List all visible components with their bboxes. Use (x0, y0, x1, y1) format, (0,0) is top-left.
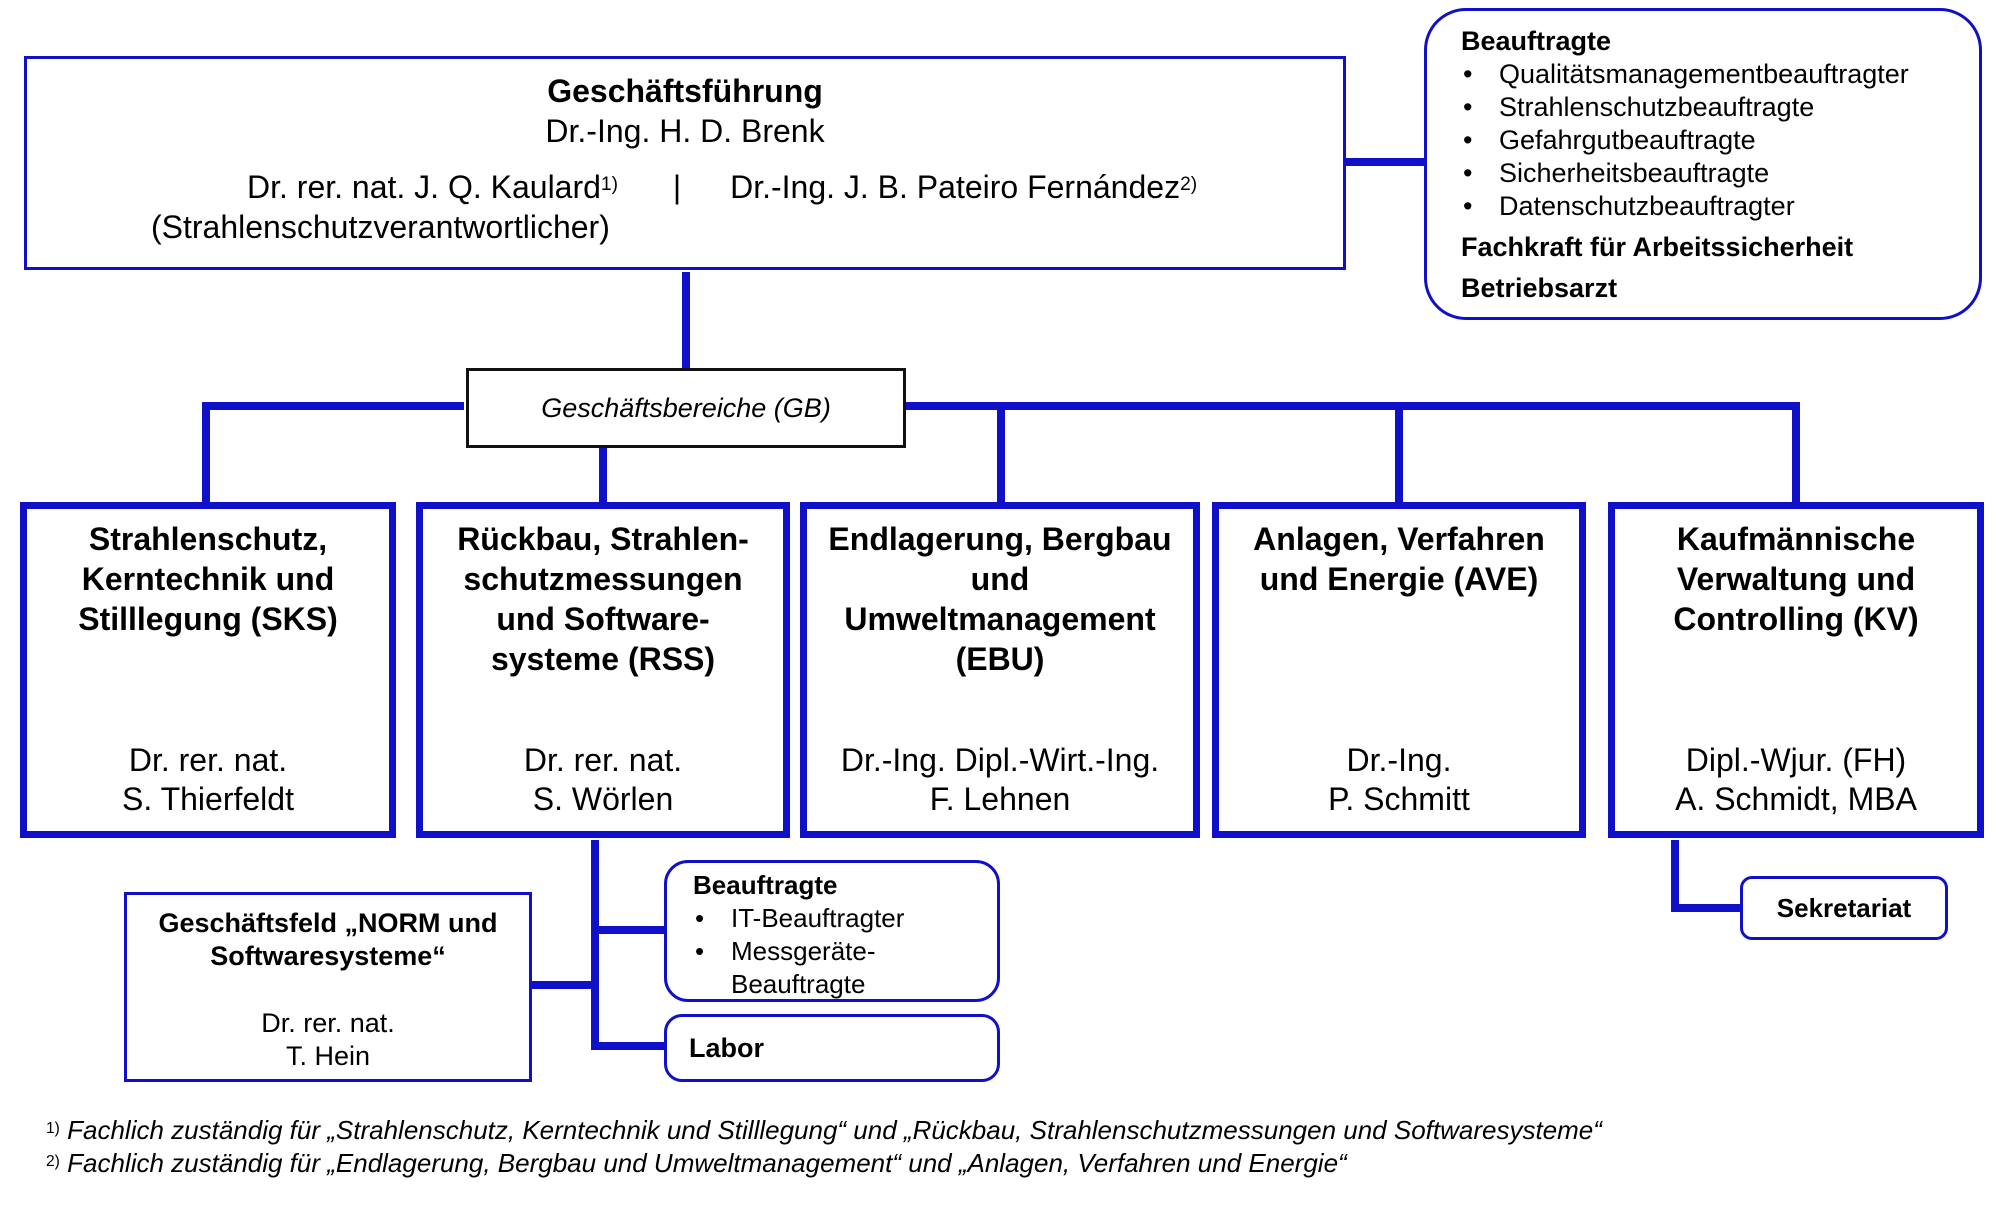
norm-field-head-line2: T. Hein (285, 1041, 371, 1071)
division-head: Dr.-Ing. Dipl.-Wirt.-Ing. F. Lehnen (807, 741, 1193, 819)
deputy1-footnote-mark: 1) (600, 174, 618, 195)
officer-item: Strahlenschutzbeauftragte (1461, 91, 1979, 124)
division-title: Rückbau, Strahlen-schutzmessungen und So… (457, 521, 749, 677)
division-head-line2: P. Schmitt (1328, 781, 1470, 817)
division-title: Strahlenschutz, Kerntechnik und Stillleg… (78, 521, 338, 637)
deputy1-name: Dr. rer. nat. J. Q. Kaulard (247, 169, 601, 205)
management-box: Geschäftsführung Dr.-Ing. H. D. Brenk Dr… (24, 56, 1346, 270)
officers-list: Qualitätsmanagementbeauftragter Strahlen… (1461, 58, 1979, 223)
division-kv: Kaufmännische Verwaltung und Controlling… (1608, 502, 1984, 838)
division-title: Endlagerung, Bergbau und Umweltmanagemen… (828, 521, 1172, 677)
rss-officers-box: Beauftragte IT-Beauftragter Messgeräte-B… (664, 860, 1000, 1002)
lab-label: Labor (689, 1032, 765, 1063)
division-ave: Anlagen, Verfahren und Energie (AVE) Dr.… (1212, 502, 1586, 838)
division-title: Kaufmännische Verwaltung und Controlling… (1673, 521, 1919, 637)
division-head-line2: S. Wörlen (532, 781, 674, 817)
management-deputies: Dr. rer. nat. J. Q. Kaulard1) | Dr.-Ing.… (247, 167, 1197, 207)
division-head-line1: Dr. rer. nat. (523, 742, 683, 778)
rss-officers-list: IT-Beauftragter Messgeräte-Beauftragte (693, 902, 997, 1001)
deputy1-role: (Strahlenschutzverantwortlicher) (151, 209, 610, 245)
division-head-line1: Dr.-Ing. (1346, 742, 1452, 778)
division-head-line2: F. Lehnen (929, 781, 1071, 817)
management-head: Dr.-Ing. H. D. Brenk (545, 113, 825, 149)
division-head: Dipl.-Wjur. (FH) A. Schmidt, MBA (1615, 741, 1977, 819)
deputy-separator: | (672, 169, 682, 205)
officer-item: Qualitätsmanagementbeauftragter (1461, 58, 1979, 91)
norm-field-head: Dr. rer. nat. T. Hein (127, 1007, 529, 1073)
division-head: Dr.-Ing. P. Schmitt (1219, 741, 1579, 819)
connector-sks (202, 402, 464, 502)
division-head-line1: Dipl.-Wjur. (FH) (1685, 742, 1907, 778)
connector-rss-vertical (591, 840, 668, 1050)
norm-field-title: Geschäftsfeld „NORM und Softwaresysteme“ (158, 908, 498, 971)
footnote-2-mark: 2) (46, 1153, 60, 1170)
footnotes: 1) Fachlich zuständig für „Strahlenschut… (46, 1114, 1602, 1180)
rss-officers-title: Beauftragte (693, 870, 838, 900)
lab-box: Labor (664, 1014, 1000, 1082)
rss-officer-item: IT-Beauftragter (693, 902, 997, 935)
norm-field-box: Geschäftsfeld „NORM und Softwaresysteme“… (124, 892, 532, 1082)
deputy2-footnote-mark: 2) (1180, 174, 1198, 195)
secretariat-box: Sekretariat (1740, 876, 1948, 940)
secretariat-label: Sekretariat (1776, 892, 1912, 923)
footnote-1-text: Fachlich zuständig für „Strahlenschutz, … (67, 1115, 1602, 1145)
division-title: Anlagen, Verfahren und Energie (AVE) (1253, 521, 1545, 597)
safety-specialist: Fachkraft für Arbeitssicherheit (1461, 232, 1854, 262)
connector-right-bus (904, 402, 1800, 502)
division-head-line1: Dr. rer. nat. (128, 742, 288, 778)
deputy2-name: Dr.-Ing. J. B. Pateiro Fernández (730, 169, 1181, 205)
footnote-1: 1) Fachlich zuständig für „Strahlenschut… (46, 1114, 1602, 1147)
division-sks: Strahlenschutz, Kerntechnik und Stillleg… (20, 502, 396, 838)
rss-officer-item: Messgeräte-Beauftragte (693, 935, 901, 1001)
footnote-1-mark: 1) (46, 1120, 60, 1137)
division-head: Dr. rer. nat. S. Wörlen (423, 741, 783, 819)
business-areas-text: Geschäftsbereiche (GB) (541, 392, 831, 423)
division-head: Dr. rer. nat. S. Thierfeldt (27, 741, 389, 819)
division-rss: Rückbau, Strahlen-schutzmessungen und So… (416, 502, 790, 838)
footnote-2: 2) Fachlich zuständig für „Endlagerung, … (46, 1147, 1602, 1180)
norm-field-head-line1: Dr. rer. nat. (261, 1008, 395, 1038)
officer-item: Sicherheitsbeauftragte (1461, 157, 1979, 190)
division-head-line1: Dr.-Ing. Dipl.-Wirt.-Ing. (840, 742, 1160, 778)
officers-box: Beauftragte Qualitätsmanagementbeauftrag… (1424, 8, 1982, 320)
company-doctor: Betriebsarzt (1461, 273, 1618, 303)
management-title: Geschäftsführung (547, 73, 823, 109)
footnote-2-text: Fachlich zuständig für „Endlagerung, Ber… (67, 1148, 1347, 1178)
division-head-line2: A. Schmidt, MBA (1675, 781, 1917, 817)
division-ebu: Endlagerung, Bergbau und Umweltmanagemen… (800, 502, 1200, 838)
officer-item: Datenschutzbeauftragter (1461, 190, 1979, 223)
connector-secretariat (1671, 840, 1740, 912)
officer-item: Gefahrgutbeauftragte (1461, 124, 1979, 157)
division-head-line2: S. Thierfeldt (122, 781, 294, 817)
officers-title: Beauftragte (1461, 26, 1612, 56)
business-areas-label: Geschäftsbereiche (GB) (466, 368, 906, 448)
